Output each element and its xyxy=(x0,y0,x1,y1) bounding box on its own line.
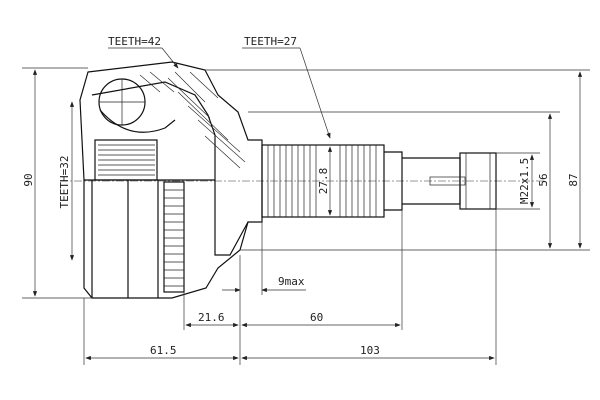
dim-21-6: 21.6 xyxy=(198,311,225,324)
teeth-outer-label: TEETH=42 xyxy=(108,35,161,48)
dim-thread-group xyxy=(496,152,540,210)
outer-bell-housing xyxy=(79,61,263,299)
dim-56-group xyxy=(248,111,560,249)
dim-103: 103 xyxy=(360,344,380,357)
teeth-spline-label: TEETH=27 xyxy=(244,35,297,48)
dim-9max-group xyxy=(222,222,306,365)
dim-spline-dia: 27.8 xyxy=(317,168,330,195)
dim-9max: 9max xyxy=(278,275,305,288)
dim-87: 87 xyxy=(567,173,580,186)
dim-61-5: 61.5 xyxy=(150,344,177,357)
dim-61-5-group xyxy=(83,298,239,365)
teeth-outer-callout xyxy=(108,47,179,69)
spline-shaft xyxy=(261,144,497,218)
dim-90: 90 xyxy=(22,173,35,186)
dim-60: 60 xyxy=(310,311,323,324)
dim-60-group xyxy=(241,210,403,330)
dim-21-6-group xyxy=(183,292,239,330)
dim-90-group xyxy=(22,67,92,299)
dim-56: 56 xyxy=(537,173,550,186)
teeth-inner-label: TEETH=32 xyxy=(58,156,71,209)
dim-103-group xyxy=(241,209,497,365)
dim-87-group xyxy=(205,69,590,251)
dim-thread: M22x1.5 xyxy=(518,158,531,204)
teeth-spline-callout xyxy=(242,47,331,139)
